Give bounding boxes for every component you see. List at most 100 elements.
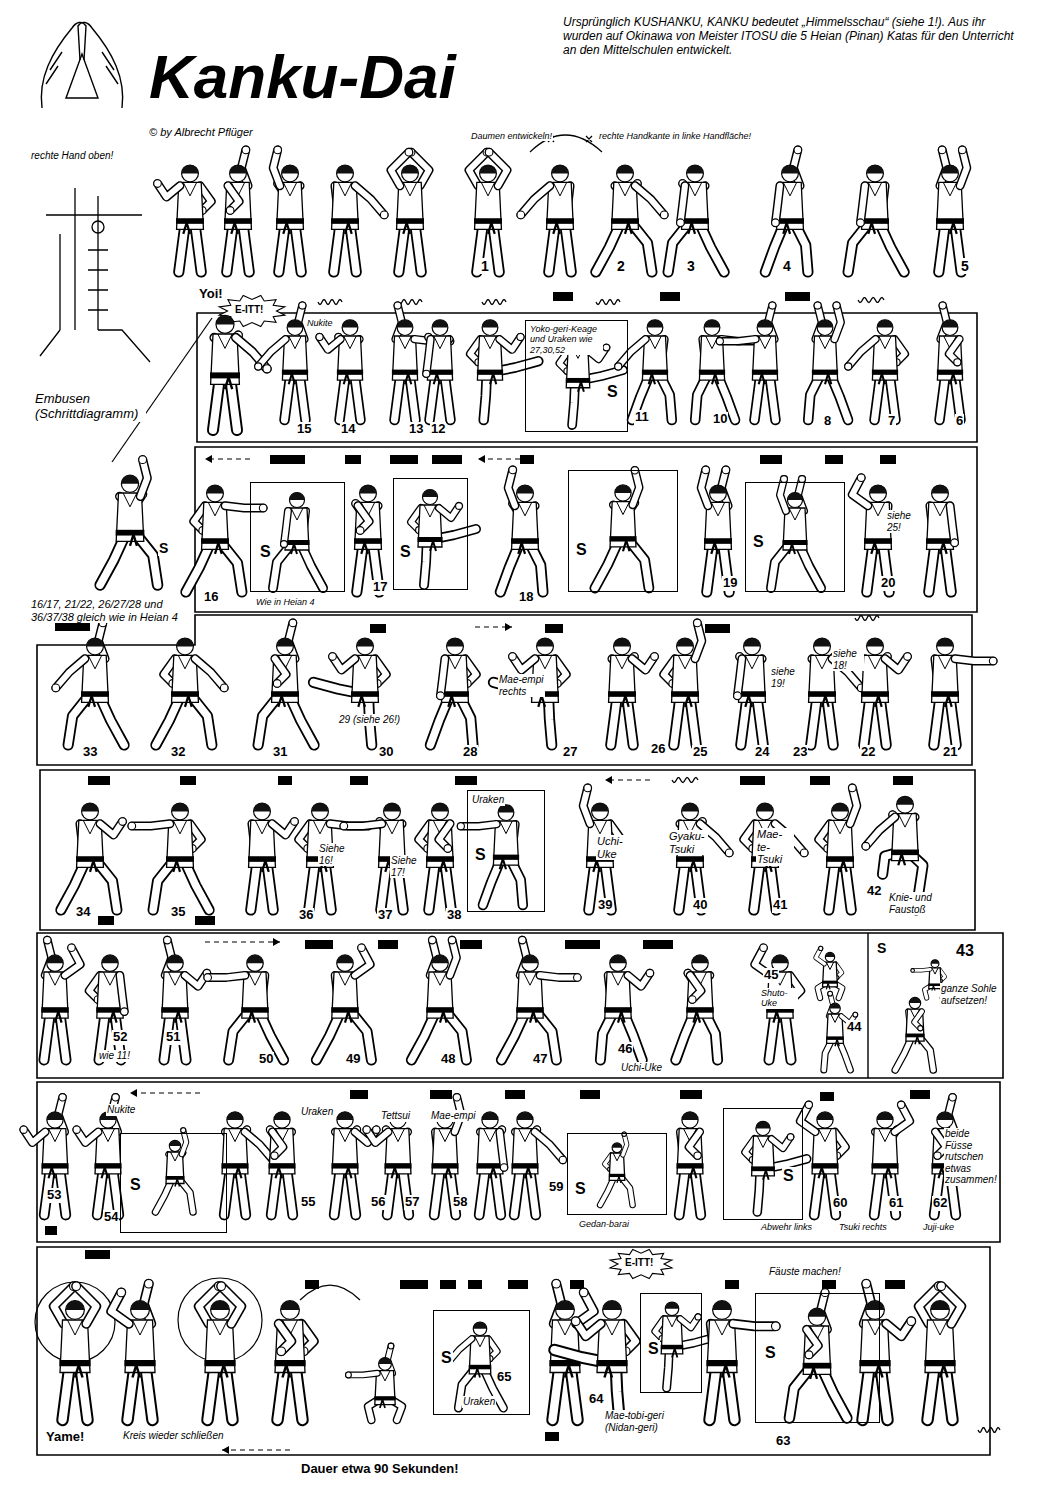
karateka-figure	[919, 1282, 962, 1420]
karateka-figure	[392, 302, 454, 420]
note-text: Nukite	[306, 318, 334, 328]
callout-number: 1	[480, 258, 490, 274]
link-line	[112, 135, 602, 462]
step-box: Yoko-geri-Keage und Uraken wie 27,30,52S	[525, 320, 628, 432]
callout-number: 59	[548, 1180, 564, 1195]
karateka-figure	[41, 936, 80, 1060]
note-text: Nukite	[106, 1104, 136, 1116]
karateka-figure	[346, 1343, 402, 1420]
callout-number: 22	[860, 745, 876, 760]
row-frame	[37, 615, 972, 765]
divider-line	[867, 933, 868, 1078]
karateka-figure	[808, 638, 865, 745]
wave-mark	[318, 300, 342, 305]
karateka-figure	[771, 476, 821, 588]
note-text: Siehe 16!	[318, 843, 350, 866]
side-mark: S	[575, 541, 588, 559]
callout-number: 27	[562, 745, 578, 760]
side-mark: S	[574, 1180, 587, 1198]
karateka-figure	[313, 638, 386, 745]
note-text: 29 (siehe 26!)	[338, 714, 401, 726]
karateka-figure	[111, 1280, 155, 1421]
count-bar	[455, 776, 477, 785]
karateka-figure	[391, 148, 429, 272]
note-text: beide Füsse rutschen etwas zusammen!	[944, 1128, 998, 1186]
karateka-figure	[100, 456, 158, 585]
count-bar	[785, 292, 810, 301]
count-bar	[570, 1280, 584, 1289]
callout-number: 38	[446, 908, 462, 923]
karateka-figure	[765, 146, 808, 272]
arrow-head	[505, 623, 512, 631]
callout-number: 8	[823, 414, 832, 429]
karateka-figure	[936, 146, 967, 272]
note-text: Embusen (Schrittdiagramm)	[34, 392, 146, 422]
count-bar	[400, 1280, 428, 1289]
side-mark: S	[782, 1167, 795, 1185]
count-bar	[810, 776, 830, 785]
callout-number: 28	[462, 745, 478, 760]
karateka-figure	[411, 936, 466, 1060]
karateka-figure	[615, 320, 672, 420]
karateka-figure	[493, 638, 566, 745]
count-bar	[432, 455, 462, 464]
note-text: siehe 18!	[832, 648, 864, 671]
count-bar	[885, 1280, 905, 1289]
karateka-figure	[716, 302, 778, 420]
callout-number: 47	[532, 1052, 548, 1067]
callout-number: 43	[955, 942, 975, 960]
note-text: ganze Sohle aufsetzen!	[940, 983, 1000, 1006]
row-frame	[37, 933, 1003, 1078]
callout-number: 50	[258, 1052, 274, 1067]
karateka-figure	[352, 485, 382, 592]
karateka-figure	[596, 165, 668, 272]
note-text: Abwehr links	[760, 1222, 813, 1232]
karateka-figure	[861, 638, 911, 745]
note-text: 16/17, 21/22, 26/27/28 und 36/37/38 glei…	[30, 598, 194, 623]
karateka-figure	[501, 936, 581, 1060]
karateka-figure	[789, 1289, 847, 1418]
count-bar	[553, 292, 573, 301]
count-bar	[740, 776, 765, 785]
wave-mark	[978, 1428, 1000, 1433]
callout-number: 46	[617, 1042, 633, 1057]
wave-mark	[398, 300, 422, 305]
count-bar	[350, 776, 368, 785]
direction-arrow	[130, 1092, 200, 1093]
karateka-figure	[224, 146, 252, 272]
count-bar	[278, 776, 292, 785]
callout-number: 56	[370, 1195, 386, 1210]
step-box: S	[433, 1310, 530, 1415]
arrow-head	[130, 1089, 137, 1097]
karateka-figure	[61, 803, 126, 910]
karateka-figure	[423, 320, 453, 420]
callout-number: 44	[846, 1020, 862, 1035]
arrow-head	[605, 776, 612, 784]
callout-number: 51	[165, 1030, 181, 1045]
callout-number: 61	[888, 1196, 904, 1211]
callout-number: 57	[404, 1195, 420, 1210]
count-bar	[305, 940, 333, 949]
karateka-figure	[931, 638, 997, 745]
arrow-head	[222, 1446, 229, 1454]
wave-mark	[672, 778, 698, 783]
callout-number: 14	[340, 422, 356, 437]
callout-number: 32	[170, 745, 186, 760]
step-box: S	[640, 1293, 702, 1393]
count-bar	[893, 776, 913, 785]
note-text: Juji-uke	[922, 1222, 955, 1232]
note-text: Ursprünglich KUSHANKU, KANKU bedeutet „H…	[562, 16, 1026, 57]
callout-number: 63	[775, 1434, 791, 1449]
karateka-figure	[655, 1302, 714, 1388]
karateka-figure	[926, 485, 958, 592]
note-text: Dauer etwa 90 Sekunden!	[300, 1462, 460, 1477]
callout-number: 36	[298, 908, 314, 923]
karateka-figure	[695, 320, 761, 420]
karateka-figure	[512, 1112, 567, 1215]
karateka-figure	[199, 1282, 242, 1420]
side-mark: S	[259, 543, 272, 561]
note-text: Mae-empi	[430, 1110, 476, 1122]
callout-number: 23	[792, 745, 808, 760]
count-bar	[545, 624, 563, 633]
count-bar	[825, 455, 843, 464]
